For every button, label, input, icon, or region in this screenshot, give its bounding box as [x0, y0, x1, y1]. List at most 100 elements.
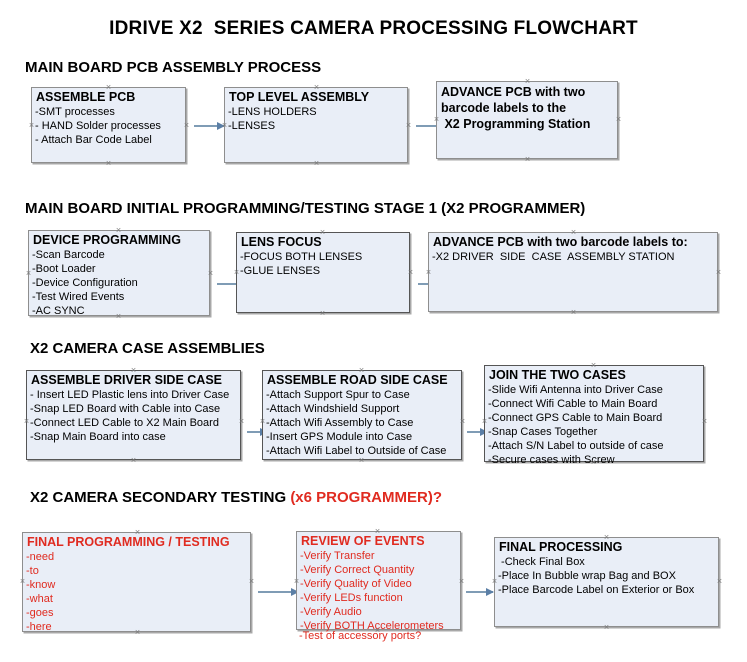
connector-handle-top[interactable] — [313, 84, 320, 91]
connector-handle-bottom[interactable] — [130, 457, 137, 464]
section-heading-note: (x6 PROGRAMMER)? — [290, 489, 442, 506]
box-lens-focus[interactable]: LENS FOCUS -FOCUS BOTH LENSES -GLUE LENS… — [236, 232, 410, 313]
box-line: - Attach Bar Code Label — [35, 134, 152, 146]
connector-handle-right[interactable] — [248, 578, 255, 585]
box-review-of-events[interactable]: REVIEW OF EVENTS -Verify Transfer -Verif… — [296, 531, 461, 632]
connector-handle-top[interactable] — [319, 229, 326, 236]
arrow-assemble-pcb-to-top-level — [194, 121, 225, 130]
connector-handle-right[interactable] — [615, 116, 622, 123]
connector-handle-bottom[interactable] — [358, 457, 365, 464]
connector-handle-bottom[interactable] — [134, 629, 141, 636]
connector-handle-left[interactable] — [425, 269, 432, 276]
box-title: REVIEW OF EVENTS — [301, 534, 425, 548]
box-line: -Device Configuration — [32, 277, 138, 289]
connector-handle-right[interactable] — [405, 122, 412, 129]
box-line: -Attach S/N Label to outside of case — [488, 440, 664, 452]
connector-handle-top[interactable] — [590, 362, 597, 369]
box-line: -Verify LEDs function — [300, 592, 403, 604]
box-line: -know — [26, 579, 56, 591]
connector-handle-left[interactable] — [28, 122, 35, 129]
connector-handle-bottom[interactable] — [374, 627, 381, 634]
box-title: ASSEMBLE DRIVER SIDE CASE — [31, 373, 223, 387]
connector-handle-top[interactable] — [358, 367, 365, 374]
connector-handle-left[interactable] — [259, 418, 266, 425]
box-final-processing[interactable]: FINAL PROCESSING -Check Final Box -Place… — [494, 537, 719, 627]
connector-handle-bottom[interactable] — [105, 160, 112, 167]
connector-handle-left[interactable] — [233, 269, 240, 276]
connector-handle-right[interactable] — [407, 269, 414, 276]
box-line: -to — [26, 565, 39, 577]
box-title: FINAL PROCESSING — [499, 540, 623, 554]
connector-handle-right[interactable] — [459, 418, 466, 425]
box-line: -Connect GPS Cable to Main Board — [488, 412, 663, 424]
connector-handle-left[interactable] — [23, 418, 30, 425]
connector-handle-right[interactable] — [458, 578, 465, 585]
box-line: -Secure cases with Screw — [488, 454, 615, 466]
box-assemble-driver-side-case[interactable]: ASSEMBLE DRIVER SIDE CASE - Insert LED P… — [26, 370, 241, 460]
connector-handle-top[interactable] — [130, 367, 137, 374]
box-line: -Attach Windshield Support — [266, 403, 400, 415]
box-top-level-assembly[interactable]: TOP LEVEL ASSEMBLY -LENS HOLDERS -LENSES — [224, 87, 408, 163]
connector-handle-top[interactable] — [570, 229, 577, 236]
connector-handle-right[interactable] — [207, 270, 214, 277]
box-advance-pcb-programming-station[interactable]: ADVANCE PCB with two barcode labels to t… — [436, 81, 618, 159]
section-heading-secondary-testing: X2 CAMERA SECONDARY TESTING (x6 PROGRAMM… — [30, 489, 442, 506]
connector-handle-left[interactable] — [293, 578, 300, 585]
box-line: -GLUE LENSES — [240, 265, 321, 277]
connector-handle-top[interactable] — [134, 529, 141, 536]
box-line: -Verify Correct Quantity — [300, 564, 415, 576]
page-title: IDRIVE X2 SERIES CAMERA PROCESSING FLOWC… — [109, 18, 638, 39]
section-heading-case-assemblies: X2 CAMERA CASE ASSEMBLIES — [30, 340, 265, 357]
box-line: -Attach Wifi Assembly to Case — [266, 417, 414, 429]
box-title: ADVANCE PCB with two barcode labels to: — [433, 235, 688, 249]
connector-handle-right[interactable] — [716, 578, 723, 585]
connector-handle-bottom[interactable] — [524, 156, 531, 163]
box-line: -Boot Loader — [32, 263, 96, 275]
box-line: -Slide Wifi Antenna into Driver Case — [488, 384, 663, 396]
connector-handle-bottom[interactable] — [319, 310, 326, 317]
connector-handle-top[interactable] — [603, 534, 610, 541]
box-assemble-road-side-case[interactable]: ASSEMBLE ROAD SIDE CASE -Attach Support … — [262, 370, 462, 460]
connector-handle-top[interactable] — [374, 528, 381, 535]
section-heading-pcb-assembly: MAIN BOARD PCB ASSEMBLY PROCESS — [25, 59, 322, 76]
connector-handle-right[interactable] — [701, 418, 708, 425]
box-assemble-pcb[interactable]: ASSEMBLE PCB -SMT processes - HAND Solde… — [31, 87, 186, 163]
connector-handle-left[interactable] — [433, 116, 440, 123]
connector-handle-left[interactable] — [25, 270, 32, 277]
connector-handle-top[interactable] — [105, 84, 112, 91]
box-line: -Snap Main Board into case — [30, 431, 166, 443]
box-device-programming[interactable]: DEVICE PROGRAMMING -Scan Barcode -Boot L… — [28, 230, 210, 317]
connector-handle-top[interactable] — [524, 78, 531, 85]
box-advance-pcb-driver-side[interactable]: ADVANCE PCB with two barcode labels to: … — [428, 232, 718, 312]
connector-handle-left[interactable] — [19, 578, 26, 585]
box-title: TOP LEVEL ASSEMBLY — [229, 90, 370, 104]
connector-handle-top[interactable] — [115, 227, 122, 234]
box-title: DEVICE PROGRAMMING — [33, 233, 181, 247]
box-join-the-two-cases[interactable]: JOIN THE TWO CASES -Slide Wifi Antenna i… — [484, 365, 704, 466]
box-line: -X2 DRIVER SIDE CASE ASSEMBLY STATION — [432, 251, 675, 263]
connector-handle-bottom[interactable] — [570, 309, 577, 316]
box-final-programming-testing[interactable]: FINAL PROGRAMMING / TESTING -need -to -k… — [22, 532, 251, 633]
connector-handle-left[interactable] — [491, 578, 498, 585]
box-line: -Attach Wifi Label to Outside of Case — [266, 445, 447, 457]
connector-handle-bottom[interactable] — [313, 160, 320, 167]
connector-handle-bottom[interactable] — [115, 313, 122, 320]
connector-handle-right[interactable] — [715, 269, 722, 276]
connector-handle-left[interactable] — [481, 418, 488, 425]
connector-handle-right[interactable] — [183, 122, 190, 129]
box-line: -Place Barcode Label on Exterior or Box — [498, 584, 695, 596]
box-line: -SMT processes — [35, 106, 115, 118]
connector-handle-bottom[interactable] — [590, 459, 597, 466]
connector-handle-bottom[interactable] — [603, 624, 610, 631]
box-line: -Connect LED Cable to X2 Main Board — [30, 417, 219, 429]
box-line: -LENS HOLDERS — [228, 106, 317, 118]
box-line: -Snap Cases Together — [488, 426, 598, 438]
box-line: -LENSES — [228, 120, 276, 132]
connector-handle-left[interactable] — [221, 122, 228, 129]
box-line: -Test Wired Events — [32, 291, 125, 303]
box-line: -Place In Bubble wrap Bag and BOX — [498, 570, 676, 582]
arrow-final-programming-to-review-events — [258, 587, 299, 596]
connector-handle-right[interactable] — [238, 418, 245, 425]
box-line: -goes — [26, 607, 54, 619]
